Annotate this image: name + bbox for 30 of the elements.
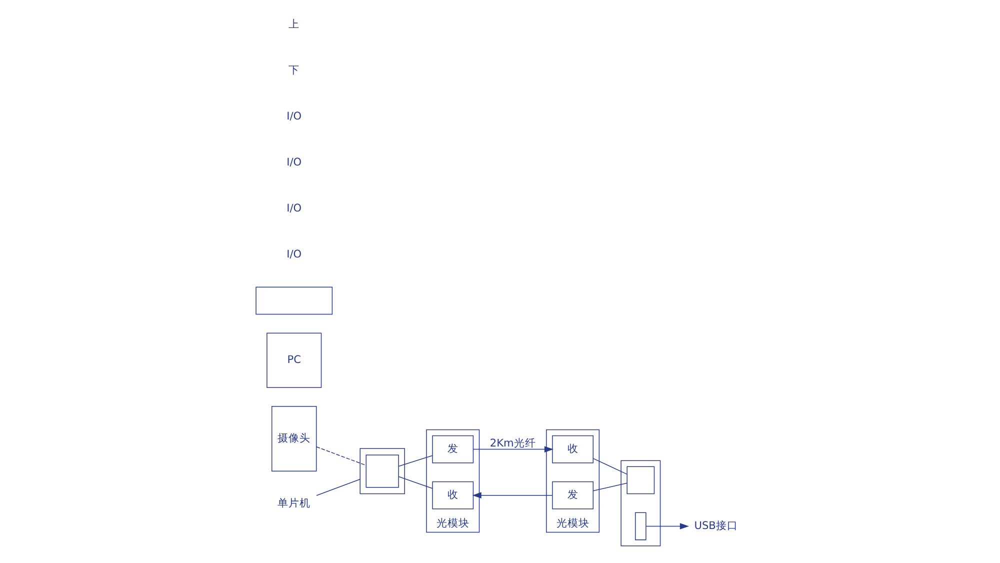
node-box: 发 [432,435,474,464]
label: 上 [288,18,300,30]
node-box [626,466,655,494]
connector [398,476,433,489]
cluster [360,448,405,494]
node-box: 收 [432,481,474,510]
connector [316,478,360,496]
label: I/O [286,156,302,169]
label: I/O [286,248,302,261]
node-box [635,512,646,540]
node-box: 收 [552,435,594,464]
arrow [473,446,554,452]
connector [398,455,433,467]
label: I/O [286,110,302,122]
node-box: PC [266,332,322,388]
connector [316,446,366,466]
arrow [472,492,553,498]
connector [593,458,628,475]
label: 下 [288,64,300,76]
cluster [620,460,661,546]
node-text: USB接口 [694,520,738,532]
node-box: 发 [552,481,594,510]
node-text: 单片机 [278,497,311,510]
node-box [256,286,333,315]
node-box [366,454,399,488]
node-box: 摄像头 [271,406,317,472]
label: I/O [286,202,302,215]
connector [593,482,628,492]
arrow [646,523,689,530]
edge-label: 2Km光纤 [490,437,536,450]
